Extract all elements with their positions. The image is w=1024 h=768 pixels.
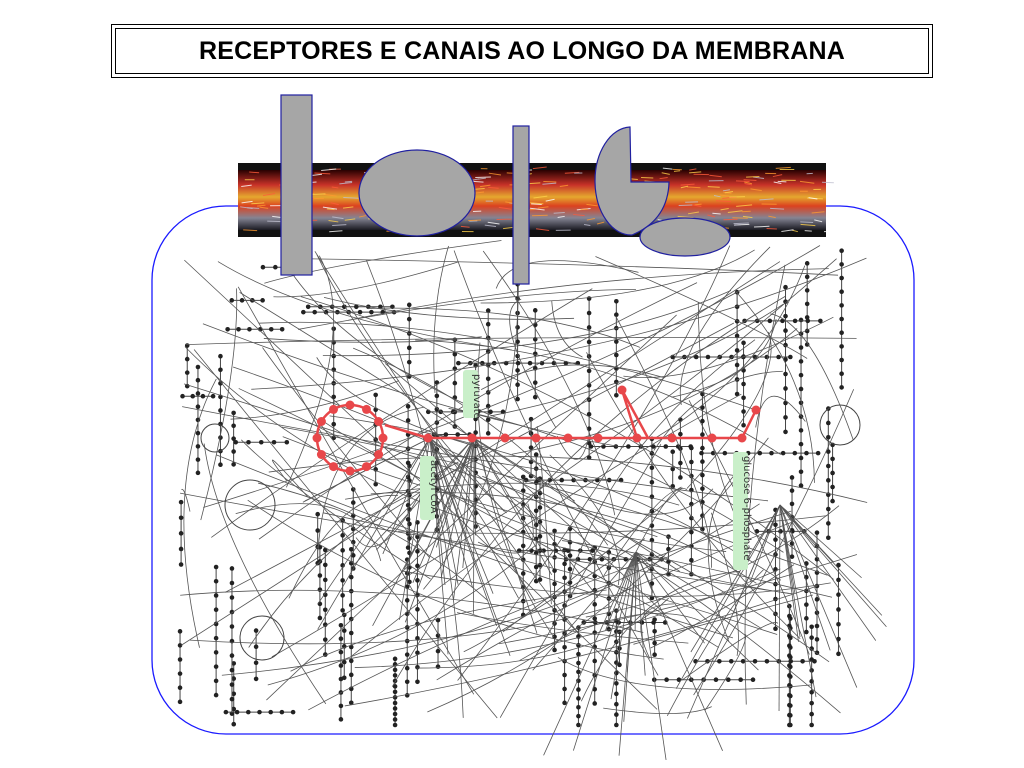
pacman-receptor-protein <box>594 126 670 236</box>
title-frame: RECEPTORES E CANAIS AO LONGO DA MEMBRANA <box>115 28 929 74</box>
pyruvate-label-text: pyruvate <box>471 374 482 419</box>
ligand-protein-oval <box>639 217 731 257</box>
metabolic-network <box>177 238 887 761</box>
glucose-6-phosphate-label: glucose 6-phosphate <box>733 452 752 570</box>
receptor-protein-thin <box>512 125 530 285</box>
pyruvate-label: pyruvate <box>463 370 482 419</box>
channel-protein-oval <box>358 149 476 237</box>
lipid-bilayer <box>238 163 834 237</box>
receptor-protein-left <box>280 94 313 276</box>
slide-title: RECEPTORES E CANAIS AO LONGO DA MEMBRANA <box>198 36 845 65</box>
central-metabolic-pathway <box>312 385 761 476</box>
glucose-6-phosphate-label-text: glucose 6-phosphate <box>741 456 752 561</box>
acetyl-coa-label: acetyl CoA <box>420 456 439 520</box>
title-box: RECEPTORES E CANAIS AO LONGO DA MEMBRANA <box>111 24 933 78</box>
acetyl-coa-label-text: acetyl CoA <box>428 460 439 514</box>
